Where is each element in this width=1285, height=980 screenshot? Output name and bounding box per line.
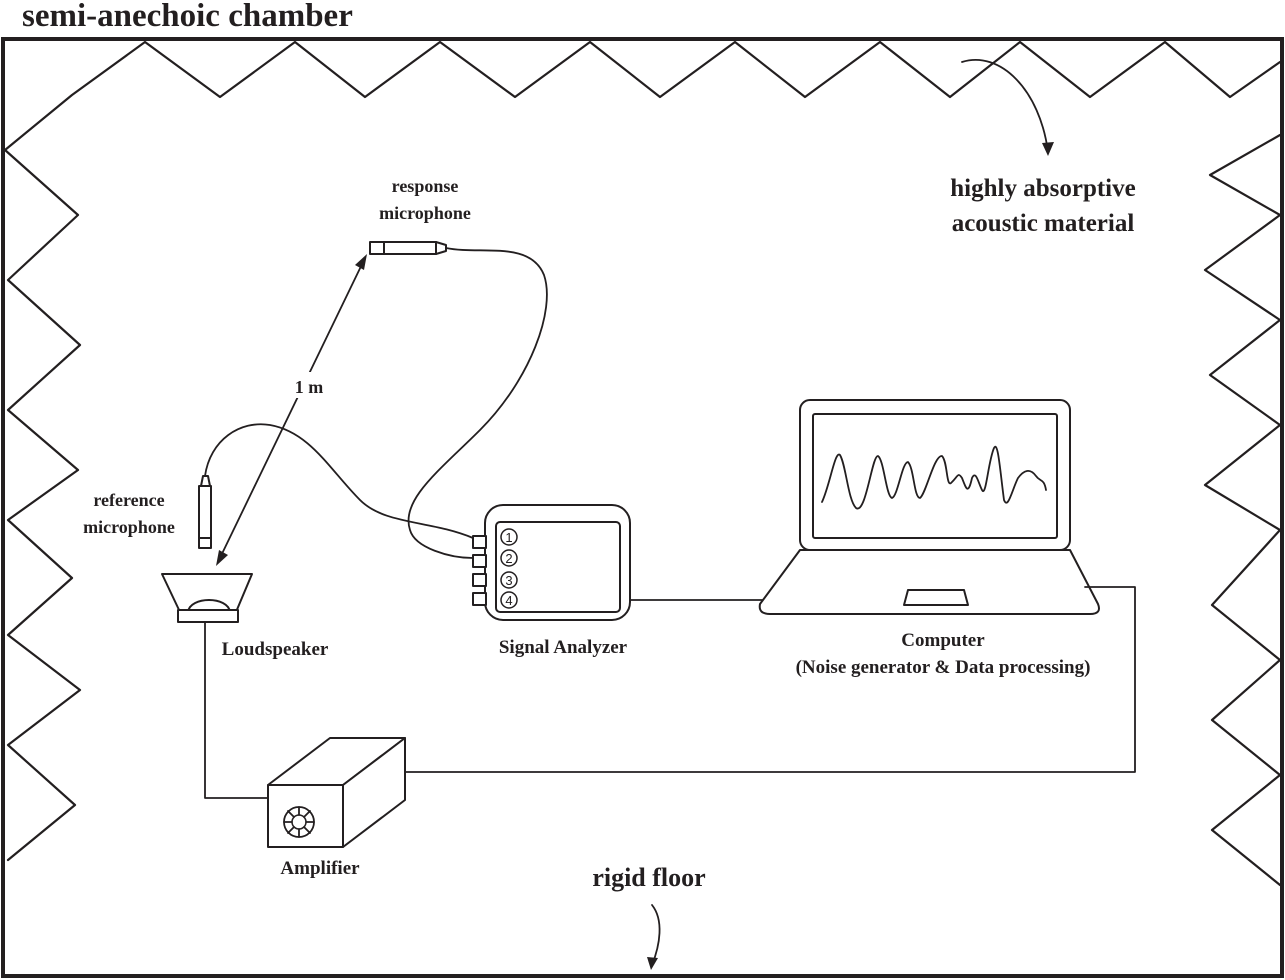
left-wedges: [3, 148, 82, 862]
computer-label-2: (Noise generator & Data processing): [796, 657, 1091, 678]
response-microphone: [369, 241, 447, 255]
analyzer-channel-2: 2: [500, 549, 518, 567]
analyzer-channel-1: 1: [500, 528, 518, 546]
chamber-frame: [1, 37, 1284, 978]
right-wedges: [1203, 133, 1282, 887]
reference-microphone: [198, 475, 212, 549]
floor-arrowhead: [647, 957, 658, 970]
floor-label: rigid floor: [592, 863, 705, 892]
distance-line: [217, 257, 366, 563]
diagram-title: semi-anechoic chamber: [22, 0, 353, 34]
amplifier-label: Amplifier: [280, 858, 360, 879]
channel-number: 4: [505, 593, 512, 608]
distance-arrowhead-bottom: [216, 550, 228, 566]
absorptive-label-2: acoustic material: [952, 210, 1135, 237]
channel-number: 1: [505, 530, 512, 545]
absorptive-label-1: highly absorptive: [950, 175, 1135, 202]
top-wedges: [3, 40, 1282, 152]
distance-label: 1 m: [295, 377, 324, 397]
response-mic-cable: [407, 247, 548, 559]
channel-number: 3: [505, 573, 512, 588]
floor-arrow: [651, 904, 661, 966]
amplifier: [267, 737, 406, 848]
computer-label-1: Computer: [901, 630, 985, 651]
response-mic-label-2: microphone: [379, 203, 471, 223]
loudspeaker: [161, 573, 253, 623]
reference-mic-label-1: reference: [93, 490, 164, 510]
distance-label-bg: [284, 372, 334, 398]
loudspeaker-amplifier-cable: [204, 621, 271, 799]
absorptive-arrowhead: [1042, 142, 1054, 156]
loudspeaker-label: Loudspeaker: [222, 639, 329, 660]
computer-amplifier-cable: [404, 586, 1136, 773]
reference-mic-cable: [204, 423, 474, 539]
analyzer-channel-3: 3: [500, 571, 518, 589]
response-mic-label-1: response: [392, 176, 459, 196]
distance-arrowhead-top: [355, 254, 367, 270]
reference-mic-label-2: microphone: [83, 517, 175, 537]
signal-analyzer-label: Signal Analyzer: [499, 637, 628, 658]
amplifier-knob-icon: [283, 806, 315, 838]
absorptive-arrow: [961, 59, 1049, 153]
signal-analyzer: [472, 504, 631, 621]
screen-waveform: [821, 445, 1047, 509]
analyzer-channel-4: 4: [500, 591, 518, 609]
channel-number: 2: [505, 551, 512, 566]
laptop-computer: [758, 399, 1100, 615]
